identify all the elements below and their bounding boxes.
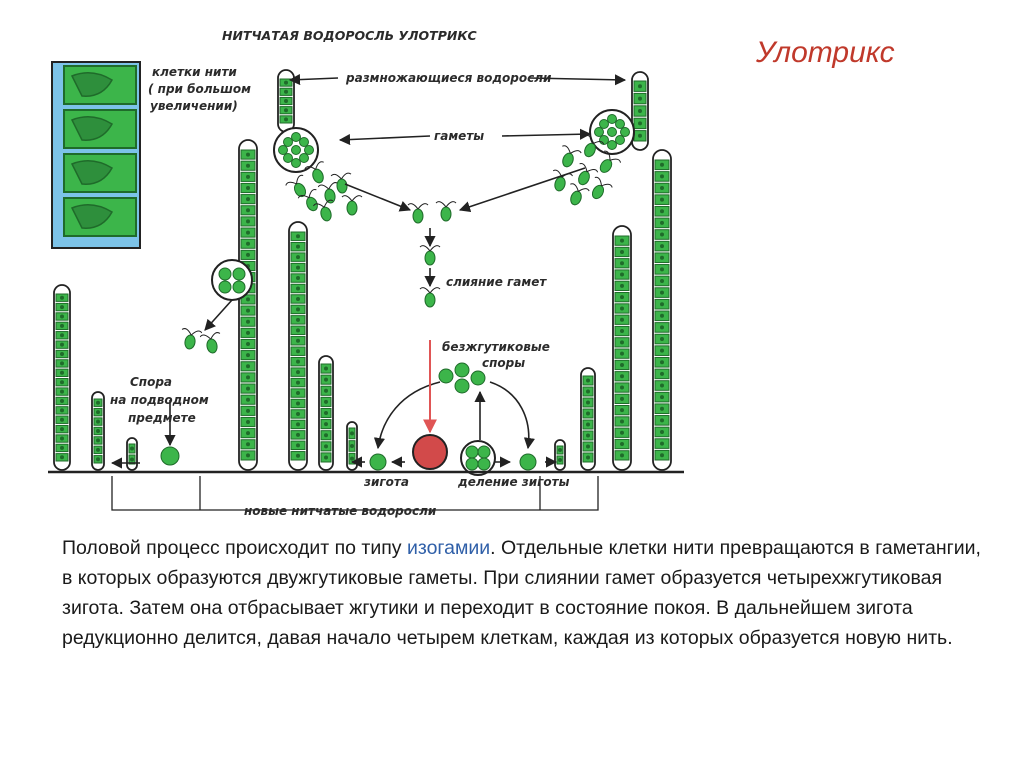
gamete xyxy=(297,189,318,212)
filament xyxy=(318,355,334,471)
label-spore-1: Спора xyxy=(130,375,172,389)
filament xyxy=(53,284,71,471)
filament xyxy=(277,69,295,133)
gamete xyxy=(599,150,621,173)
slide-title: Улотрикс xyxy=(756,36,895,69)
filament xyxy=(288,221,308,471)
label-spore-2: на подводном xyxy=(110,393,209,407)
label-zygote-division: деление зиготы xyxy=(457,475,570,489)
gamete xyxy=(570,183,590,206)
magnified-cells-inset xyxy=(51,61,141,249)
gametangium-left xyxy=(273,127,319,173)
filament xyxy=(580,367,596,471)
zygote-cell xyxy=(412,434,448,470)
label-new-algae: новые нитчатые водоросли xyxy=(244,504,437,518)
gamete xyxy=(419,287,441,308)
isogamy-term: изогамии xyxy=(406,537,491,559)
flagellaless-spores xyxy=(438,362,486,394)
filament xyxy=(238,139,258,471)
new-algae-bracket xyxy=(111,476,599,511)
gamete xyxy=(304,161,324,184)
small-zygotes xyxy=(160,446,537,471)
arrows xyxy=(110,73,627,469)
label-reproducing-algae: размножающиеся водоросли xyxy=(345,71,552,85)
label-gamete-fusion: слияние гамет xyxy=(446,275,547,289)
gametangium-right xyxy=(589,109,635,155)
gamete xyxy=(199,332,221,354)
label-gametes: гаметы xyxy=(434,129,484,143)
gamete xyxy=(591,176,613,200)
gamete xyxy=(578,163,599,186)
filament xyxy=(652,149,672,471)
label-thread-cells-2: ( при большом xyxy=(148,82,251,96)
body-text-start: Половой процесс происходит по типу xyxy=(62,537,407,559)
free-gametes xyxy=(181,135,621,354)
label-thread-cells-1: клетки нити xyxy=(152,65,237,79)
filament xyxy=(91,391,105,471)
zygote-division-cell xyxy=(460,440,496,476)
gamete xyxy=(435,201,457,222)
body-paragraph: Половой процесс происходит по типу изога… xyxy=(62,533,982,653)
ulothrix-diagram: НИТЧАТАЯ ВОДОРОСЛЬ УЛОТРИКС xyxy=(48,28,684,518)
gamete xyxy=(317,182,339,204)
gamete xyxy=(562,145,582,168)
gamete xyxy=(330,172,352,194)
filament xyxy=(126,437,138,471)
label-spore-3: предмете xyxy=(128,411,196,425)
label-flagellaless-1: безжгутиковые xyxy=(442,340,550,354)
gamete xyxy=(285,174,307,198)
filament xyxy=(631,71,649,151)
gamete xyxy=(313,199,334,222)
gamete xyxy=(181,328,203,350)
body-text-rest: . Отдельные клетки нити превращаются в г… xyxy=(62,537,981,649)
filaments xyxy=(53,69,672,471)
gamete xyxy=(407,203,429,224)
sporangium-left xyxy=(211,259,253,301)
filament xyxy=(612,225,632,471)
gamete xyxy=(584,135,605,158)
diagram-heading: НИТЧАТАЯ ВОДОРОСЛЬ УЛОТРИКС xyxy=(222,28,478,43)
filament xyxy=(554,439,566,471)
gamete xyxy=(341,195,363,216)
label-zygote: зигота xyxy=(363,475,409,489)
label-flagellaless-2: споры xyxy=(482,356,525,370)
label-thread-cells-3: увеличении) xyxy=(150,99,238,113)
gamete xyxy=(419,245,441,266)
